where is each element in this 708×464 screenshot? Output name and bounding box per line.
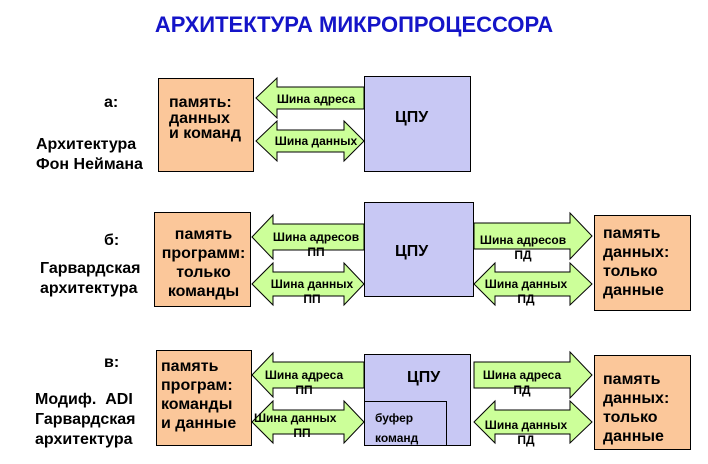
c-prog-memory-line1: память: [161, 358, 219, 375]
c-data-memory-line4: данные: [603, 428, 664, 445]
page-title: АРХИТЕКТУРА МИКРОПРОЦЕССОРА: [154, 12, 554, 37]
a-memory-line1: память:: [169, 94, 232, 111]
c-cpu-block: ЦПУ буфер команд: [364, 354, 471, 446]
c-data-pd-label: Шина данных ПД: [478, 418, 574, 448]
section-a-name: Архитектура Фон Неймана: [36, 135, 143, 175]
c-cpu-label: ЦПУ: [407, 369, 441, 386]
a-cpu-label: ЦПУ: [395, 109, 429, 126]
c-data-memory-block: память данных: только данные: [594, 355, 691, 450]
c-data-memory-line1: память: [603, 371, 661, 388]
b-prog-memory-line3: только: [176, 264, 231, 281]
c-prog-memory-line3: команды: [161, 396, 233, 413]
b-address-pd-arrow: [473, 211, 593, 261]
c-address-pd-arrow: [473, 350, 593, 400]
b-data-memory-line3: только: [603, 263, 658, 280]
b-data-pp-label-line2: ПП: [303, 292, 321, 306]
section-a-name-line1: Архитектура: [36, 136, 137, 153]
c-buffer-line2: команд: [375, 431, 419, 445]
b-data-pd-arrow: [473, 261, 593, 307]
b-address-pd-label: Шина адресов ПД: [473, 233, 573, 263]
c-address-pd-label-line1: Шина адреса: [482, 368, 562, 382]
a-memory-block: память: данных и команд: [158, 78, 254, 172]
section-c-name-line2: Гарвардская: [35, 411, 136, 428]
section-c-name-line1: Модиф. ADI: [35, 391, 133, 408]
section-c-name: Модиф. ADI Гарвардская архитектура: [35, 390, 136, 450]
b-address-pd-label-line2: ПД: [514, 248, 532, 262]
section-a-name-line2: Фон Неймана: [36, 156, 143, 173]
a-cpu-block: ЦПУ: [364, 76, 471, 172]
c-address-pp-label-line1: Шина адреса: [264, 368, 344, 382]
c-address-pd-label-line2: ПД: [513, 383, 531, 397]
b-address-pd-label-line1: Шина адресов: [479, 233, 567, 247]
section-b-letter: б:: [104, 232, 120, 249]
a-memory-line3: и команд: [169, 125, 241, 142]
c-data-pd-label-line1: Шина данных: [484, 418, 568, 432]
c-data-pp-label-line2: ПП: [293, 426, 311, 440]
section-b-name-line2: архитектура: [40, 280, 138, 297]
c-data-memory-line2: данных:: [603, 390, 670, 407]
c-address-pp-label: Шина адреса ПП: [256, 368, 352, 398]
a-address-bus-label: Шина адреса: [276, 92, 356, 106]
b-data-pd-label: Шина данных ПД: [478, 277, 574, 307]
b-cpu-label: ЦПУ: [395, 243, 429, 260]
b-data-pd-label-line2: ПД: [517, 292, 535, 306]
b-prog-memory-line4: команды: [167, 283, 240, 300]
b-data-memory-line2: данных:: [603, 244, 670, 261]
b-address-pp-label-line1: Шина адресов: [272, 230, 360, 244]
b-prog-memory-line1: память: [174, 226, 233, 243]
b-prog-memory-line2: программ:: [161, 245, 246, 262]
b-address-pp-label: Шина адресов ПП: [264, 230, 368, 260]
a-data-bus-label: Шина данных: [274, 134, 358, 148]
b-data-pp-label: Шина данных ПП: [264, 277, 360, 307]
c-address-pd-label: Шина адреса ПД: [474, 368, 570, 398]
section-b-name: Гарвардская архитектура: [40, 259, 141, 299]
a-memory-line2: данных: [169, 110, 230, 127]
c-address-pp-label-line2: ПП: [295, 383, 313, 397]
c-data-pp-label: Шина данных ПП: [252, 411, 352, 441]
c-data-pd-label-line2: ПД: [517, 433, 535, 447]
c-buffer-line1: буфер: [375, 411, 414, 425]
c-data-memory-line3: только: [603, 409, 658, 426]
c-prog-memory-line2: програм:: [161, 377, 233, 394]
b-address-pp-label-line2: ПП: [307, 245, 325, 259]
b-data-memory-line4: данные: [603, 282, 664, 299]
section-c-name-line3: архитектура: [35, 431, 133, 448]
b-data-memory-block: память данных: только данные: [594, 215, 691, 311]
b-cpu-block: ЦПУ: [364, 202, 474, 297]
c-program-memory-block: память програм: команды и данные: [156, 350, 252, 446]
b-data-pd-label-line1: Шина данных: [484, 277, 568, 291]
section-a-letter: а:: [104, 94, 119, 111]
c-data-pd-arrow: [473, 399, 593, 445]
section-b-name-line1: Гарвардская: [40, 260, 141, 277]
b-data-memory-line1: память: [603, 225, 661, 242]
c-data-pp-label-line1: Шина данных: [254, 411, 337, 425]
c-prog-memory-line4: и данные: [161, 415, 237, 432]
section-c-letter: в:: [104, 354, 120, 371]
b-program-memory-block: память программ: только команды: [154, 212, 251, 307]
b-data-pp-label-line1: Шина данных: [270, 277, 354, 291]
c-instruction-buffer: буфер команд: [365, 401, 447, 445]
